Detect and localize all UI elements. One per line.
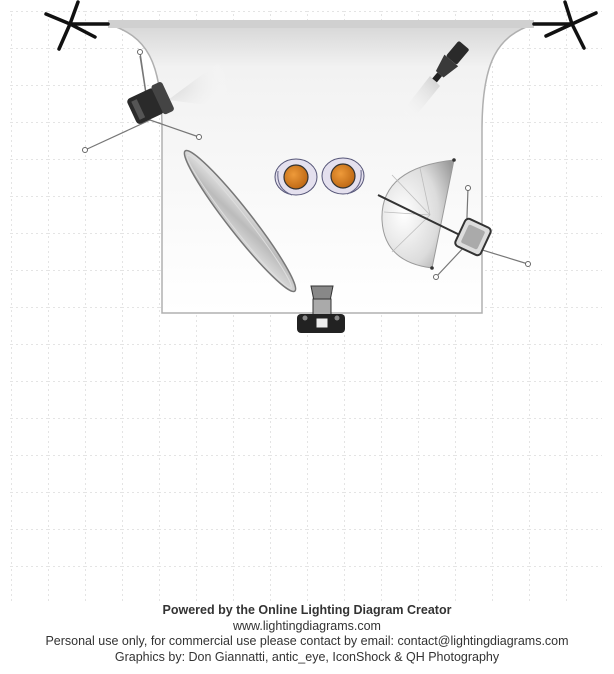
backdrop-stand-right — [532, 0, 598, 50]
snoot-light — [402, 41, 469, 118]
person-top-view-icon — [274, 158, 318, 196]
strobe-icon — [127, 82, 174, 124]
diagram-canvas — [10, 0, 602, 602]
camera-icon — [297, 285, 345, 333]
footer: Powered by the Online Lighting Diagram C… — [0, 603, 614, 665]
umbrella-strobe — [377, 158, 531, 280]
footer-credits: Graphics by: Don Giannatti, antic_eye, I… — [114, 649, 500, 664]
paper-backdrop — [107, 20, 535, 314]
snoot-icon — [432, 41, 469, 83]
lighting-diagram — [10, 0, 602, 602]
camera — [297, 285, 345, 333]
subject-pair — [274, 157, 365, 196]
umbrella-icon — [377, 158, 467, 270]
reflector-panel — [183, 149, 297, 293]
strobe-icon — [454, 217, 492, 257]
strobe-with-stand — [82, 49, 230, 153]
backdrop-stand-left — [44, 0, 110, 51]
person-top-view-icon — [321, 157, 365, 195]
footer-title: Powered by the Online Lighting Diagram C… — [162, 603, 452, 617]
footer-license: Personal use only, for commercial use pl… — [45, 634, 569, 648]
footer-site-link[interactable]: www.lightingdiagrams.com — [233, 618, 381, 633]
